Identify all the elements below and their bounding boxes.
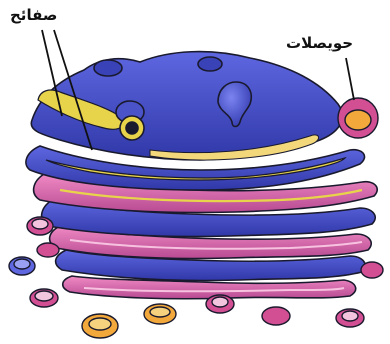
cisternae-stack [26, 52, 377, 299]
vesicle-bottom-4 [262, 307, 290, 325]
vesicle-left-3 [37, 243, 59, 257]
vesicle-bottom-3 [206, 295, 234, 313]
pore-2 [198, 57, 222, 71]
vesicle-cut-1-core [126, 122, 138, 134]
vesicle-left-1 [27, 217, 53, 235]
label-cisternae: صفائح [10, 8, 57, 23]
leader-vesicles [346, 58, 354, 100]
vesicle-right-1 [361, 262, 383, 278]
vesicle-bottom-5 [336, 309, 364, 327]
vesicle-bottom-left [30, 289, 58, 307]
vesicle-top-right [338, 98, 378, 138]
vesicle-bottom-2 [144, 304, 176, 324]
vesicle-left-2 [9, 257, 35, 275]
vesicle-bottom-1 [82, 314, 118, 338]
label-vesicles: حويصلات [286, 36, 353, 51]
pore-1 [94, 60, 122, 76]
